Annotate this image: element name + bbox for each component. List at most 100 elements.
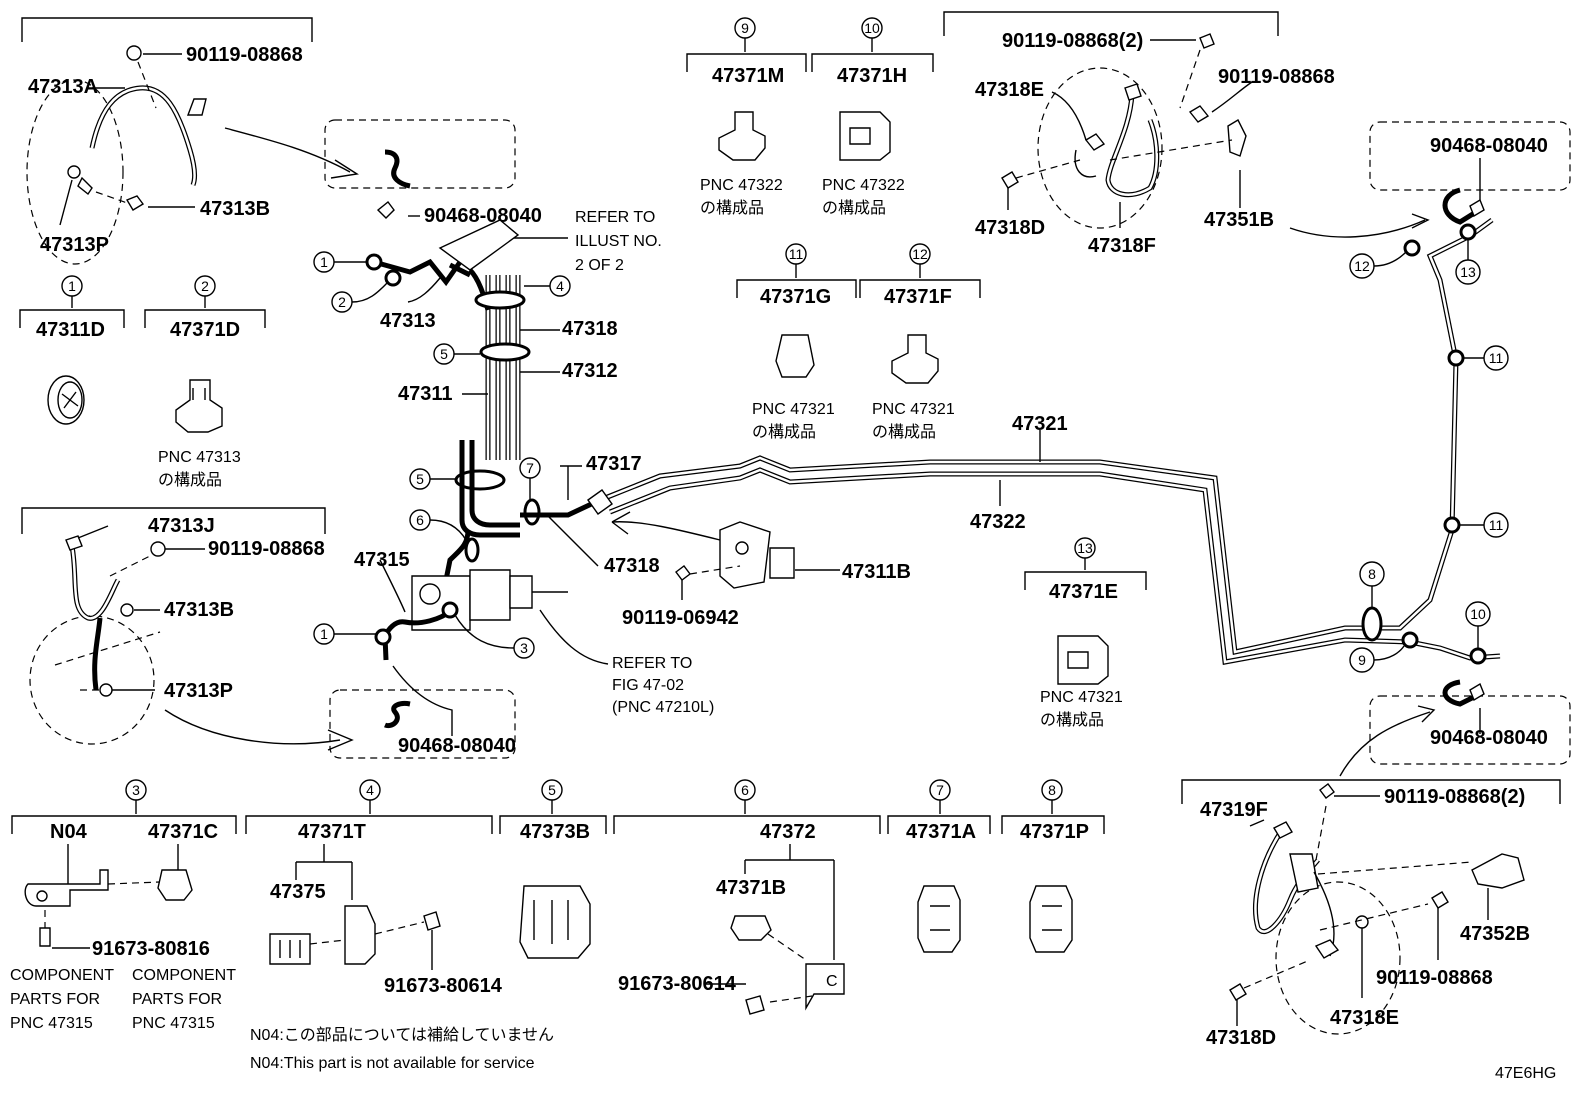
label-47371B: 47371B	[716, 877, 786, 899]
label-pnc47322-a: PNC 47322	[700, 177, 783, 194]
callout-11-top: 11	[789, 246, 804, 262]
label-47321: 47321	[1012, 413, 1068, 435]
callout-12: 12	[1354, 258, 1370, 274]
callout-7: 7	[526, 460, 534, 476]
callout-8: 8	[1368, 566, 1376, 582]
label-kousei-2: の構成品	[700, 199, 764, 217]
label-refer-fig-2: FIG 47-02	[612, 677, 684, 694]
label-47322: 47322	[970, 511, 1026, 533]
callout-4-bottom: 4	[366, 782, 374, 798]
label-47312: 47312	[562, 360, 618, 382]
label-kousei-1: の構成品	[158, 471, 222, 489]
diagram-code: 47E6HG	[1495, 1065, 1556, 1082]
callout-7-bottom: 7	[936, 782, 944, 798]
label-47351B: 47351B	[1204, 209, 1274, 231]
label-91673-80816: 91673-80816	[92, 938, 210, 960]
label-refer-fig-1: REFER TO	[612, 655, 692, 672]
callout-5-bottom: 5	[548, 782, 556, 798]
label-47318D-tr: 47318D	[975, 217, 1045, 239]
callout-4: 4	[556, 278, 564, 294]
note-en: N04:This part is not available for servi…	[250, 1055, 535, 1072]
label-90119-06942: 90119-06942	[622, 607, 739, 629]
label-47317: 47317	[586, 453, 642, 475]
label-47371F: 47371F	[884, 286, 952, 308]
label-47371D: 47371D	[170, 319, 240, 341]
label-47313P-tl: 47313P	[40, 234, 109, 256]
callout-3: 3	[520, 640, 528, 656]
group-4: 4 47371T 47375 91673-80614	[245, 779, 503, 997]
label-91673-80614-a: 91673-80614	[384, 975, 503, 997]
label-47371H: 47371H	[837, 65, 907, 87]
label-47318E-tr: 47318E	[975, 79, 1044, 101]
group-47371E: 13 47371E PNC 47321 の構成品	[1024, 537, 1147, 729]
label-47371P: 47371P	[1020, 821, 1089, 843]
label-pnc47315-2: PNC 47315	[132, 1015, 215, 1032]
label-47371G: 47371G	[760, 286, 831, 308]
callout-2: 2	[201, 278, 209, 294]
label-refer-illust-2: ILLUST NO.	[575, 233, 662, 250]
callout-12-top: 12	[912, 246, 928, 262]
group-47371G: 11 47371G PNC 47321 の構成品	[736, 243, 857, 441]
label-47319F: 47319F	[1200, 799, 1268, 821]
group-8: 8 47371P	[1001, 779, 1105, 953]
group-bottom-right: 47319F 90119-08868(2) 47352B 90119-08868…	[1181, 779, 1561, 1049]
group-top-left: 90119-08868 47313A 47313B 47313P	[21, 17, 516, 265]
callout-13-part: 13	[1077, 540, 1093, 556]
label-90119-08868-ml: 90119-08868	[208, 538, 325, 560]
label-47313B-tl: 47313B	[200, 198, 270, 220]
label-refer-illust-1: REFER TO	[575, 209, 655, 226]
group-5: 5 47373B	[499, 779, 607, 959]
callout-1-lower: 1	[320, 626, 328, 642]
label-90119-08868-br: 90119-08868	[1376, 967, 1493, 989]
label-47313A: 47313A	[28, 76, 98, 98]
group-47371M: 9 47371M PNC 47322 の構成品	[686, 17, 807, 217]
label-pnc47321-b: PNC 47321	[872, 401, 955, 418]
group-3: 3 N04 47371C 91673-80816 COMPONENT PARTS…	[10, 779, 237, 1032]
label-47318D-br: 47318D	[1206, 1027, 1276, 1049]
label-47371E: 47371E	[1049, 581, 1118, 603]
label-47318F: 47318F	[1088, 235, 1156, 257]
group-main-lines: 47321 47322 11 11 12 13 8 9 10	[587, 121, 1571, 777]
label-parts-for-2: PARTS FOR	[132, 991, 222, 1008]
callout-10-top: 10	[864, 20, 880, 36]
label-91673-80614-b: 91673-80614	[618, 973, 737, 995]
label-pnc47321-a: PNC 47321	[752, 401, 835, 418]
callout-2-center: 2	[338, 294, 346, 310]
label-pnc47321-c: PNC 47321	[1040, 689, 1123, 706]
label-47318E-br: 47318E	[1330, 1007, 1399, 1029]
callout-6-bottom: 6	[741, 782, 749, 798]
label-90119-08868-tl: 90119-08868	[186, 44, 303, 66]
label-47313J: 47313J	[148, 515, 215, 537]
callout-11-a: 11	[1489, 350, 1504, 366]
label-component-1: COMPONENT	[10, 967, 114, 984]
callout-5-b: 5	[416, 471, 424, 487]
callout-9: 9	[1358, 652, 1366, 668]
label-47371T: 47371T	[298, 821, 366, 843]
label-90119-08868-2-tr: 90119-08868(2)	[1002, 30, 1143, 52]
label-90468-08040-tr: 90468-08040	[1430, 135, 1548, 157]
label-47318-a: 47318	[562, 318, 618, 340]
label-c-mark: C	[826, 973, 838, 990]
label-47313B-ml: 47313B	[164, 599, 234, 621]
callout-9-top: 9	[741, 20, 749, 36]
label-N04: N04	[50, 821, 88, 843]
callout-6: 6	[416, 512, 424, 528]
note-jp: N04:この部品については補給していません	[250, 1026, 554, 1044]
label-parts-for-1: PARTS FOR	[10, 991, 100, 1008]
label-90468-08040-bottom: 90468-08040	[398, 735, 516, 757]
label-90468-08040-br: 90468-08040	[1430, 727, 1548, 749]
label-pnc47313: PNC 47313	[158, 449, 241, 466]
group-47371F: 12 47371F PNC 47321 の構成品	[859, 243, 981, 441]
label-47371C: 47371C	[148, 821, 218, 843]
label-47371M: 47371M	[712, 65, 784, 87]
label-47318-b: 47318	[604, 555, 660, 577]
label-kousei-4: の構成品	[752, 423, 816, 441]
label-pnc47315-1: PNC 47315	[10, 1015, 93, 1032]
group-6: 6 47372 47371B C 91673-80614	[613, 779, 881, 1015]
group-7: 7 47371A	[887, 779, 991, 953]
label-kousei-5: の構成品	[872, 423, 936, 441]
group-mid-left: 47313J 90119-08868 47313B 47313P	[21, 507, 516, 759]
callout-5-a: 5	[440, 346, 448, 362]
